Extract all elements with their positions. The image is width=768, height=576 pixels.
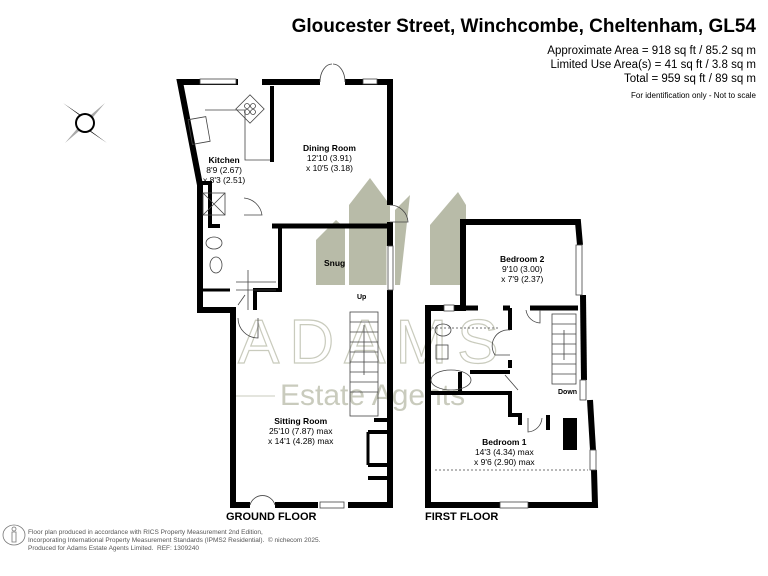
room-dimension: 9'10 (3.00) (502, 264, 543, 274)
approximate-area: Approximate Area = 918 sq ft / 85.2 sq m (547, 45, 756, 57)
window (499, 501, 529, 509)
room-name: Kitchen (208, 155, 240, 165)
room-name: Dining Room (303, 143, 356, 153)
ground-floor-fixtures (187, 63, 409, 509)
room-dimension: x 9'6 (2.90) max (474, 457, 535, 467)
basin (435, 344, 449, 360)
sink (187, 116, 211, 145)
window (387, 245, 394, 291)
room-dimension: x 8'3 (2.51) (203, 175, 246, 185)
room-name: Sitting Room (274, 416, 328, 426)
room-dimension: x 14'1 (4.28) max (268, 436, 334, 446)
room-dimension: x 7'9 (2.37) (501, 274, 544, 284)
door-swing (243, 197, 263, 216)
door-swing (525, 309, 541, 324)
window (199, 78, 237, 85)
room-dimension: 8'9 (2.67) (206, 165, 242, 175)
door-swing (237, 317, 259, 339)
door-swing (491, 329, 511, 356)
room-dimension: 12'10 (3.91) (306, 153, 352, 163)
shower-tray (202, 192, 226, 216)
footer-ref: REF: 1309240 (157, 545, 199, 552)
chimney-breast (563, 418, 577, 450)
window (443, 304, 455, 312)
window (589, 449, 597, 471)
stairs-small (236, 270, 276, 310)
room-name: Bedroom 1 (482, 437, 527, 447)
room-snug: Snug (324, 258, 346, 268)
room-dimension: 25'10 (7.87) max (268, 426, 333, 436)
toilet (434, 323, 452, 337)
scale-note: For identification only - Not to scale (631, 91, 756, 100)
stairs-first (551, 313, 577, 385)
basin (205, 236, 223, 250)
window (319, 501, 345, 509)
window (579, 379, 587, 401)
watermark: ADAMS Estate Agents (232, 307, 508, 412)
stairs-up-label: Up (357, 294, 367, 301)
hob (235, 94, 265, 124)
stairs-ground (349, 311, 379, 417)
window (362, 78, 378, 85)
footer-produced-for: Produced for Adams Estate Agents Limited… (28, 545, 154, 552)
agent-logo-shapes (316, 178, 466, 285)
front-door (249, 495, 276, 506)
patio-doors (319, 63, 346, 83)
room-dimension: x 10'5 (3.18) (305, 163, 353, 173)
ground-floor-label: GROUND FLOOR (226, 511, 317, 523)
property-address-title: Gloucester Street, Winchcombe, Cheltenha… (291, 16, 756, 37)
total-area: Total = 959 sq ft / 89 sq m (623, 73, 756, 85)
first-floor-walls (425, 219, 599, 508)
watermark-sub: Estate Agents (280, 379, 465, 412)
door-swing (527, 417, 543, 433)
stairs-down-label: Down (558, 389, 578, 396)
compass-icon (63, 103, 107, 143)
footer-line-3: Produced for Adams Estate Agents Limited… (28, 545, 199, 553)
first-floor-fixtures (430, 244, 597, 509)
worktop (205, 109, 270, 161)
footer-line-2: Incorporating International Property Mea… (28, 537, 320, 545)
limited-use-line (432, 327, 588, 471)
footer-line-1: Floor plan produced in accordance with R… (28, 529, 263, 536)
bath (430, 369, 472, 391)
footer-standards: Incorporating International Property Mea… (28, 537, 265, 544)
room-name: Bedroom 2 (500, 254, 545, 264)
watermark-brand: ADAMS (238, 308, 508, 377)
limited-use-area: Limited Use Area(s) = 41 sq ft / 3.8 sq … (550, 59, 757, 71)
info-icon (2, 524, 26, 546)
room-dimension: 14'3 (4.34) max (474, 447, 534, 457)
ground-floor-walls (176, 79, 393, 508)
window (575, 244, 583, 296)
door-swing (504, 374, 519, 391)
door-swing (389, 204, 409, 223)
toilet (209, 256, 223, 274)
footer-copyright: © nichecom 2025. (267, 537, 321, 544)
first-floor-label: FIRST FLOOR (425, 511, 499, 523)
